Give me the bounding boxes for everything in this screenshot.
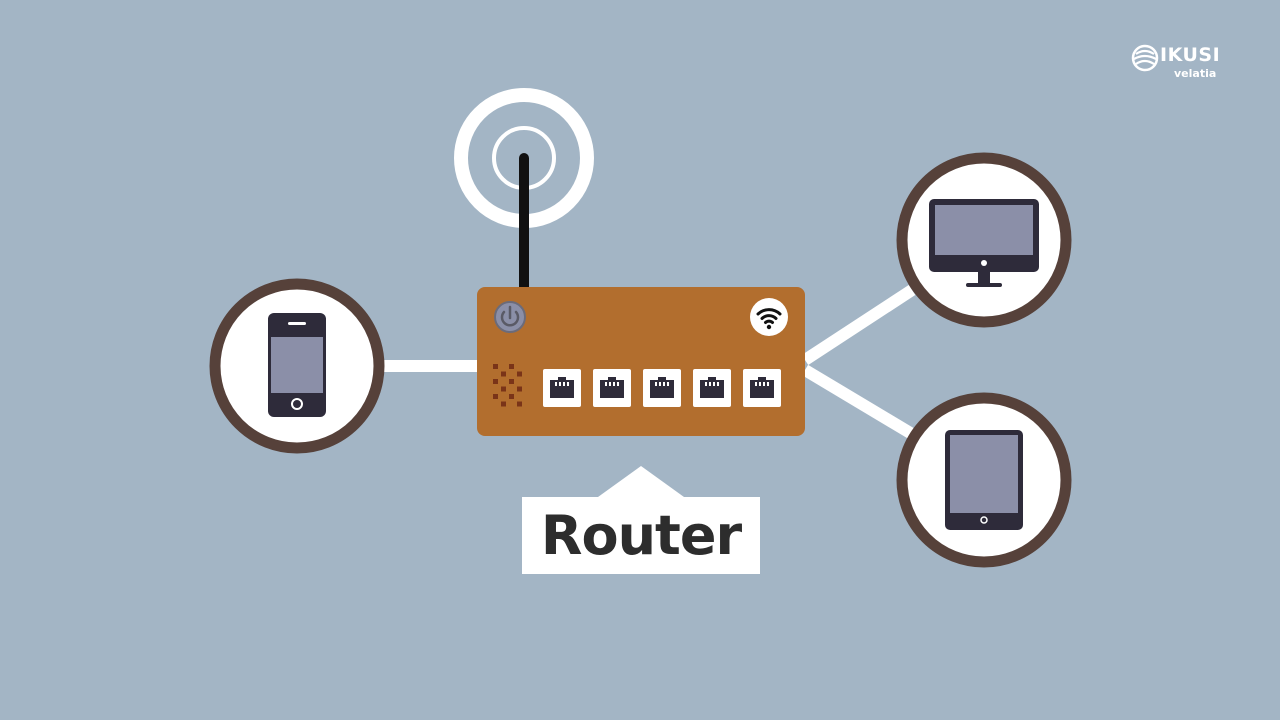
router-label: Router [540, 504, 742, 567]
power-icon [494, 301, 526, 333]
grille-dot [517, 386, 522, 392]
grille-dot [501, 371, 506, 377]
grille-dot [493, 379, 498, 384]
smartphone-icon [268, 313, 326, 417]
brand-sub: velatia [1174, 67, 1217, 80]
globe-icon [1131, 44, 1159, 72]
tablet-node [896, 392, 1072, 568]
label-pointer [598, 466, 684, 497]
ethernet-port [743, 369, 781, 407]
grille-dot [493, 364, 498, 369]
grille-dot [517, 371, 522, 377]
router [477, 287, 805, 436]
ethernet-port [643, 369, 681, 407]
ethernet-port [543, 369, 581, 407]
ethernet-port [593, 369, 631, 407]
ethernet-ports [543, 369, 781, 407]
speaker-grille [493, 364, 522, 407]
ethernet-port [693, 369, 731, 407]
connector-router-tablet [801, 364, 916, 440]
connector-router-monitor [801, 284, 916, 366]
grille-dot [493, 394, 498, 399]
brand-logo: IKUSI velatia [1131, 43, 1221, 83]
grille-dot [501, 401, 506, 407]
grille-dot [509, 379, 514, 384]
grille-dot [509, 394, 514, 399]
label-box [522, 497, 760, 574]
grille-dot [501, 386, 506, 392]
smartphone-node [209, 278, 385, 454]
grille-dot [517, 401, 522, 407]
grille-dot [509, 364, 514, 369]
brand-name: IKUSI [1160, 44, 1221, 66]
monitor-node [896, 152, 1072, 328]
wifi-icon [750, 298, 788, 336]
tablet-icon [945, 430, 1023, 530]
monitor-icon [929, 199, 1039, 287]
